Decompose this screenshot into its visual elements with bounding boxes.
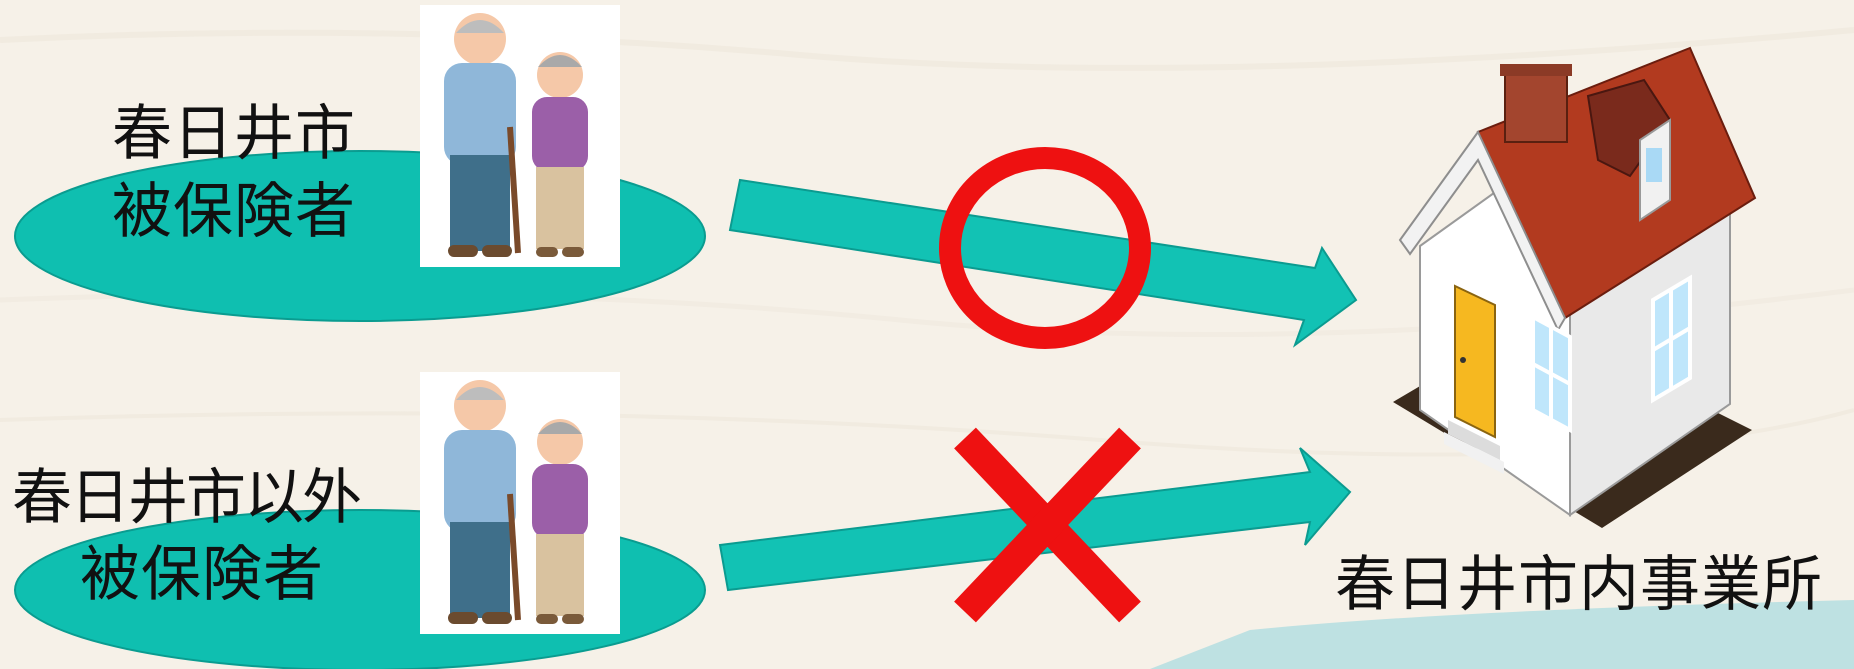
house-icon bbox=[1393, 46, 1757, 528]
bottom-group-label-line1: 春日井市以外 bbox=[12, 463, 362, 533]
circle-icon bbox=[939, 147, 1151, 349]
elderly-couple-illustration-bottom bbox=[420, 372, 620, 634]
top-group-label-line1: 春日井市 bbox=[112, 99, 356, 169]
watercolor-wash bbox=[1150, 600, 1854, 669]
top-group-label-line2: 被保険者 bbox=[112, 177, 356, 247]
elderly-couple-illustration-top bbox=[420, 5, 620, 267]
cross-icon bbox=[954, 427, 1141, 623]
top-arrow bbox=[728, 178, 1358, 348]
bottom-group-label-line2: 被保険者 bbox=[80, 540, 324, 610]
destination-label: 春日井市内事業所 bbox=[1335, 550, 1823, 620]
